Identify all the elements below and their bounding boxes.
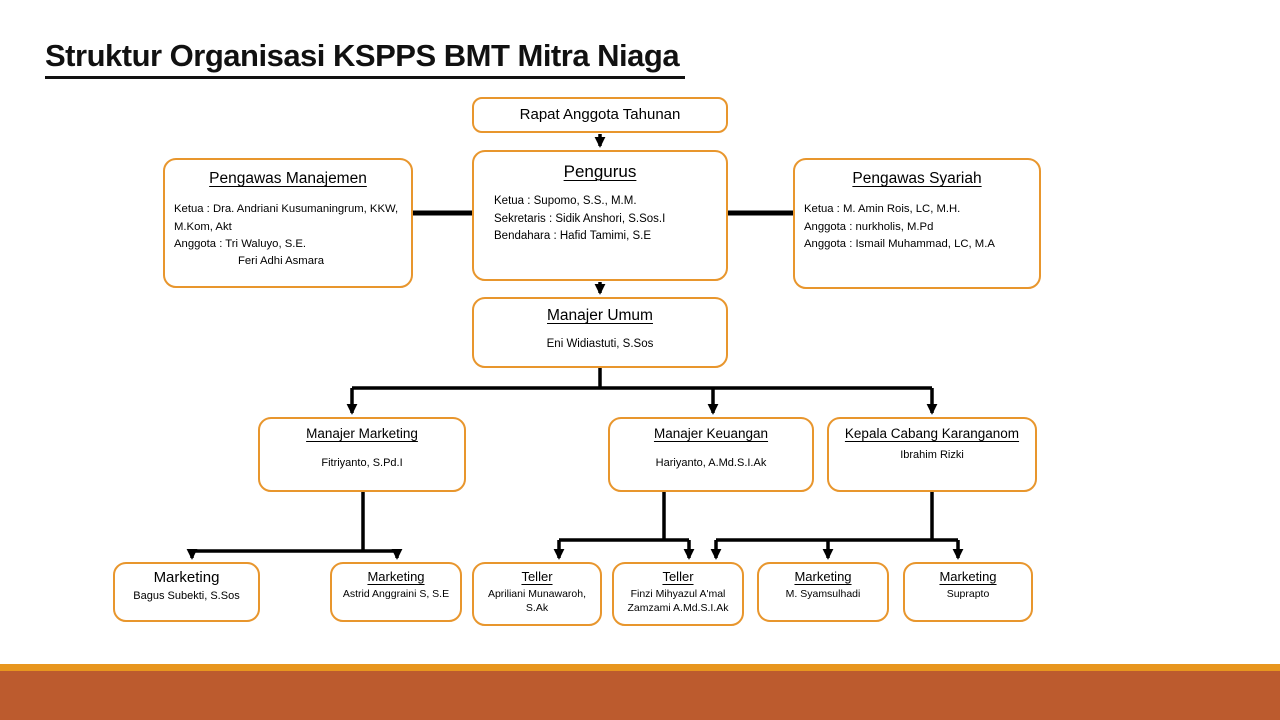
footer-accent-stripe <box>0 664 1280 671</box>
node-title: Manajer Keuangan <box>653 426 769 441</box>
org-node-pengurus: Pengurus Ketua : Supomo, S.S., M.M. Sekr… <box>472 150 728 281</box>
node-person: Astrid Anggraini S, S.E <box>342 588 450 601</box>
member-line: Ketua : Supomo, S.S., M.M. <box>494 195 637 208</box>
node-title: Pengawas Manajemen <box>209 170 367 187</box>
org-node-pengawas-manajemen: Pengawas Manajemen Ketua : Dra. Andriani… <box>163 158 413 288</box>
node-title: Pengawas Syariah <box>852 170 982 187</box>
node-person: Ibrahim Rizki <box>900 448 964 461</box>
member-line: Anggota : nurkholis, M.Pd <box>804 220 934 233</box>
node-title: Teller <box>521 569 553 584</box>
node-body: Ketua : Supomo, S.S., M.M. Sekretaris : … <box>474 193 726 245</box>
org-node-teller-apriliani-munawaroh: Teller Apriliani Munawaroh, S.Ak <box>472 562 602 626</box>
member-line: Feri Adhi Asmara <box>238 254 325 267</box>
member-line: Ketua : M. Amin Rois, LC, M.H. <box>804 203 961 216</box>
node-title: Rapat Anggota Tahunan <box>519 105 681 123</box>
org-node-manajer-keuangan: Manajer Keuangan Hariyanto, A.Md.S.I.Ak <box>608 417 814 492</box>
node-title: Teller <box>662 569 694 584</box>
node-person: Suprapto <box>946 588 990 601</box>
node-person: Eni Widiastuti, S.Sos <box>546 338 654 351</box>
footer-band <box>0 671 1280 720</box>
node-title: Marketing <box>153 569 220 586</box>
org-node-pengawas-syariah: Pengawas Syariah Ketua : M. Amin Rois, L… <box>793 158 1041 289</box>
org-node-marketing-bagus-subekti: Marketing Bagus Subekti, S.Sos <box>113 562 260 622</box>
node-title: Manajer Marketing <box>306 426 418 441</box>
org-node-manajer-umum: Manajer Umum Eni Widiastuti, S.Sos <box>472 297 728 368</box>
node-body: Ketua : M. Amin Rois, LC, M.H. Anggota :… <box>795 201 1039 252</box>
member-line: Bendahara : Hafid Tamimi, S.E <box>494 230 652 243</box>
member-line: Ketua : Dra. Andriani Kusumaningrum, KKW… <box>174 203 399 233</box>
node-title: Marketing <box>794 569 852 584</box>
node-person: Fitriyanto, S.Pd.I <box>321 456 403 469</box>
node-title: Pengurus <box>563 162 637 181</box>
node-title: Kepala Cabang Karanganom <box>844 426 1020 441</box>
node-person: Hariyanto, A.Md.S.I.Ak <box>655 456 767 469</box>
org-node-marketing-suprapto: Marketing Suprapto <box>903 562 1033 622</box>
org-node-teller-finzi-mihyazul: Teller Finzi Mihyazul A'mal Zamzami A.Md… <box>612 562 744 626</box>
org-node-rapat-anggota-tahunan: Rapat Anggota Tahunan <box>472 97 728 133</box>
node-body: Ketua : Dra. Andriani Kusumaningrum, KKW… <box>165 201 411 270</box>
node-title: Marketing <box>939 569 997 584</box>
member-line: Sekretaris : Sidik Anshori, S.Sos.I <box>494 212 666 225</box>
node-person: Bagus Subekti, S.Sos <box>133 589 240 602</box>
member-line: Anggota : Tri Waluyo, S.E. <box>174 237 307 250</box>
org-node-kepala-cabang-karanganom: Kepala Cabang Karanganom Ibrahim Rizki <box>827 417 1037 492</box>
page-title: Struktur Organisasi KSPPS BMT Mitra Niag… <box>45 38 686 79</box>
node-title: Manajer Umum <box>547 307 653 324</box>
org-node-marketing-syamsulhadi: Marketing M. Syamsulhadi <box>757 562 889 622</box>
member-line: Anggota : Ismail Muhammad, LC, M.A <box>804 237 995 250</box>
node-person: Apriliani Munawaroh, S.Ak <box>487 588 587 614</box>
org-node-marketing-astrid-anggraini: Marketing Astrid Anggraini S, S.E <box>330 562 462 622</box>
node-person: M. Syamsulhadi <box>785 588 861 601</box>
org-node-manajer-marketing: Manajer Marketing Fitriyanto, S.Pd.I <box>258 417 466 492</box>
node-person: Finzi Mihyazul A'mal Zamzami A.Md.S.I.Ak <box>627 588 729 614</box>
node-title: Marketing <box>367 569 425 584</box>
